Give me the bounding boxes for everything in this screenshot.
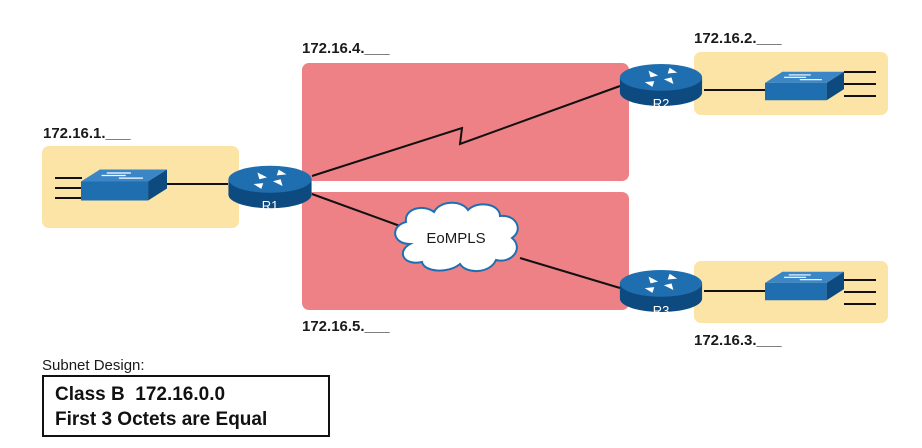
- switch-icon: [765, 271, 844, 301]
- eompls-link-r3: [519, 257, 621, 289]
- subnet-design-class: Class B 172.16.0.0: [55, 384, 226, 405]
- subnet-label-lan-r1: 172.16.1.___: [43, 125, 131, 142]
- subnet-label-wan-r1-r2: 172.16.4.___: [302, 40, 390, 57]
- lan-r1-host-lines: [55, 177, 82, 199]
- switch-icon: [81, 168, 167, 202]
- subnet-design-rule: First 3 Octets are Equal: [55, 409, 268, 430]
- subnet-design-box: Class B 172.16.0.0 First 3 Octets are Eq…: [42, 375, 330, 437]
- switch-icon: [765, 71, 844, 101]
- eompls-link-r1: [311, 193, 401, 227]
- wan-area-r1-r2: [302, 63, 629, 181]
- cloud-label: EoMPLS: [426, 230, 485, 247]
- lan-r3-host-lines: [844, 279, 876, 305]
- serial-link-r1-r2: [311, 85, 621, 177]
- subnet-label-lan-r2: 172.16.2.___: [694, 30, 782, 47]
- subnet-design-title: Subnet Design:: [42, 357, 145, 374]
- router-label-r2: R2: [653, 96, 670, 111]
- cloud-icon: [394, 201, 519, 272]
- subnet-label-wan-r1-r3: 172.16.5.___: [302, 318, 390, 335]
- lan-r2-host-lines: [844, 71, 876, 97]
- router-label-r3: R3: [653, 303, 670, 318]
- subnet-label-lan-r3: 172.16.3.___: [694, 332, 782, 349]
- router-label-r1: R1: [262, 198, 279, 213]
